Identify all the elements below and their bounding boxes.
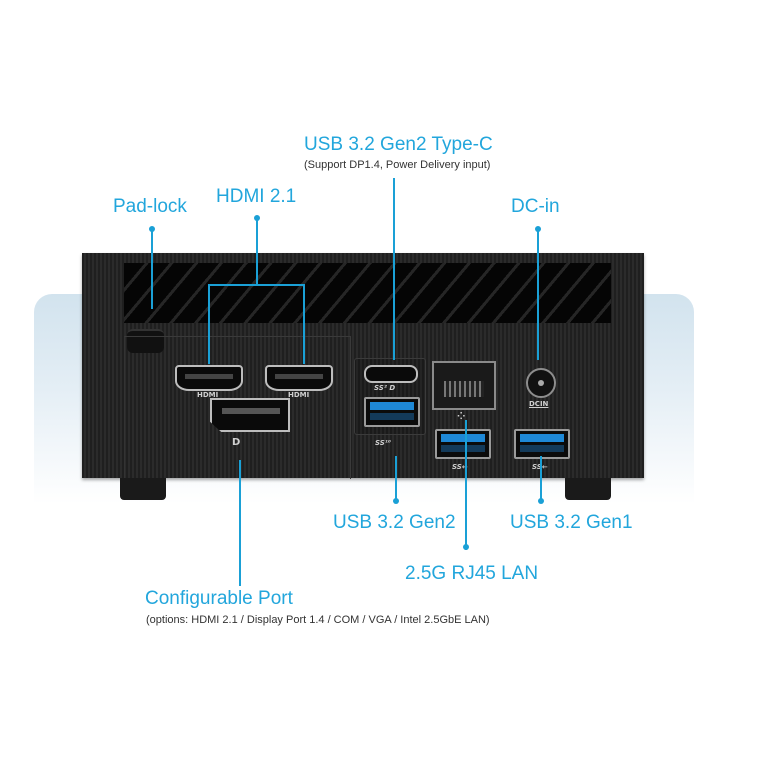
hdmi-callout-branch bbox=[208, 284, 304, 286]
lan-callout-line bbox=[465, 420, 467, 550]
typec-ss-icon: SS² D bbox=[374, 384, 396, 392]
hdmi-callout-right-leg bbox=[303, 284, 305, 364]
hdmi-callout-left-leg bbox=[208, 284, 210, 364]
usb-gen1-ss-icon-2: SS← bbox=[532, 463, 548, 471]
padlock-title: Pad-lock bbox=[113, 196, 187, 217]
usb-typec-title: USB 3.2 Gen2 Type-C bbox=[304, 134, 493, 155]
dc-in-jack bbox=[526, 368, 556, 398]
mini-pc-rear-panel: HDMI HDMI D SS² D SS¹⁰ ⁘ SS← DCIN SS← bbox=[82, 253, 644, 479]
lan-callout-dot bbox=[463, 544, 469, 550]
network-icon: ⁘ bbox=[457, 411, 466, 422]
displayport-port bbox=[210, 398, 290, 432]
configurable-port-subtitle: (options: HDMI 2.1 / Display Port 1.4 / … bbox=[146, 614, 490, 626]
configurable-port-panel bbox=[124, 336, 351, 479]
configurable-port-title: Configurable Port bbox=[145, 588, 293, 609]
usb-gen2-ss-icon: SS¹⁰ bbox=[375, 439, 391, 447]
usb-gen1-title: USB 3.2 Gen1 bbox=[510, 512, 633, 533]
rj45-lan-port bbox=[432, 361, 496, 410]
usb-gen1-callout-line bbox=[540, 456, 542, 500]
usb-gen1-ss-icon-1: SS← bbox=[452, 463, 468, 471]
configurable-callout-line bbox=[239, 460, 241, 586]
typec-callout-line bbox=[393, 178, 395, 360]
lan-title: 2.5G RJ45 LAN bbox=[405, 563, 539, 584]
usb-typec-port bbox=[364, 365, 418, 383]
displayport-icon: D bbox=[232, 437, 241, 448]
usb-gen1-port-2 bbox=[514, 429, 570, 459]
usb-gen2-title: USB 3.2 Gen2 bbox=[333, 512, 456, 533]
usb-gen2-port bbox=[364, 397, 420, 427]
hdmi-title: HDMI 2.1 bbox=[216, 186, 297, 207]
usb-gen1-callout-dot bbox=[538, 498, 544, 504]
padlock-slot bbox=[127, 329, 164, 353]
device-foot-left bbox=[120, 478, 166, 500]
usb-typec-subtitle: (Support DP1.4, Power Delivery input) bbox=[304, 159, 491, 171]
usb-gen1-port-1 bbox=[435, 429, 491, 459]
hdmi-port-2-label: HDMI bbox=[288, 391, 310, 399]
hdmi-port-1-label: HDMI bbox=[197, 391, 219, 399]
usb-gen2-callout-dot bbox=[393, 498, 399, 504]
hdmi-port-1 bbox=[175, 365, 243, 391]
dcin-title: DC-in bbox=[511, 196, 560, 217]
padlock-callout-line bbox=[151, 229, 153, 309]
hdmi-port-2 bbox=[265, 365, 333, 391]
device-foot-right bbox=[565, 478, 611, 500]
dcin-callout-line bbox=[537, 229, 539, 360]
hdmi-callout-line bbox=[256, 218, 258, 285]
vent-grille bbox=[124, 263, 611, 323]
dcin-marking: DCIN bbox=[529, 400, 549, 408]
usb-gen2-callout-line bbox=[395, 456, 397, 500]
